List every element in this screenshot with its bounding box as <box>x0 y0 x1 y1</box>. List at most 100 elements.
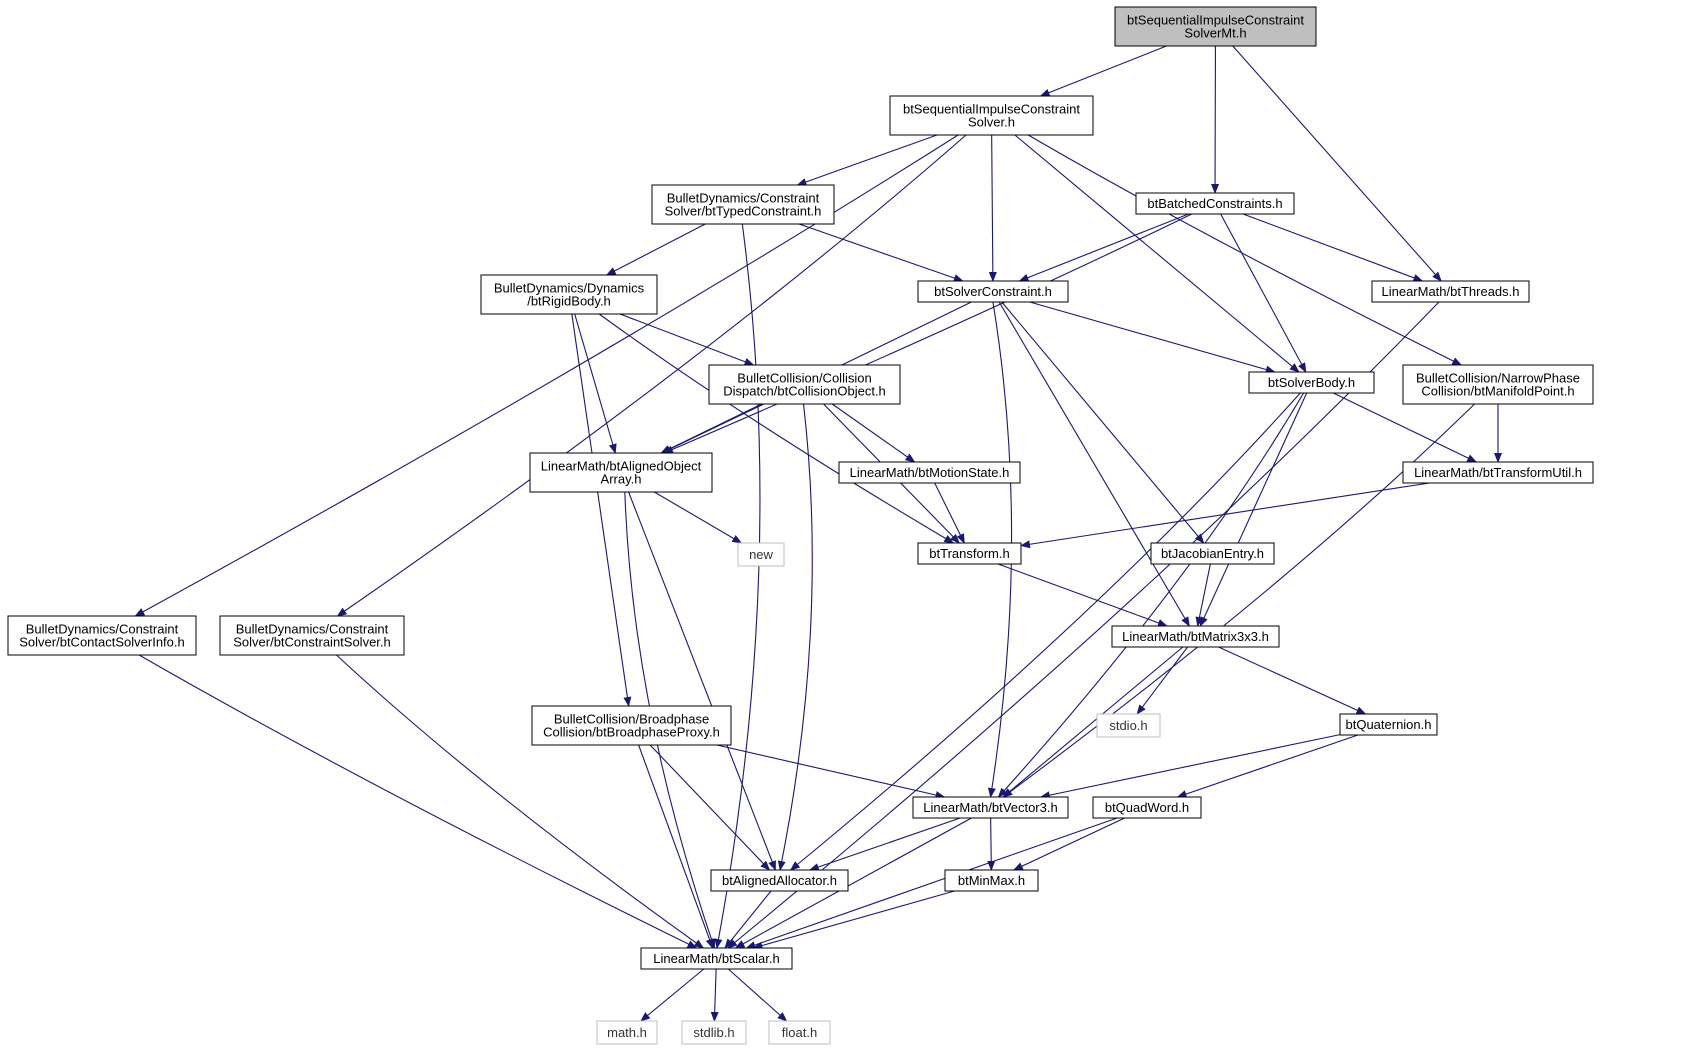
node-label-line: LinearMath/btTransformUtil.h <box>1414 465 1582 480</box>
node-box <box>1371 280 1530 303</box>
node-quat[interactable]: btQuaternion.h <box>1339 713 1438 736</box>
node-label-line: stdio.h <box>1109 718 1147 733</box>
edge-vector-to-scalar <box>734 817 972 949</box>
node-label-line: btSequentialImpulseConstraint <box>903 102 1080 117</box>
node-label-line: btBatchedConstraints.h <box>1147 196 1282 211</box>
edge-quat-to-quadword <box>1176 734 1359 798</box>
edge-rigid-to-broad <box>571 313 632 707</box>
edge-batched-to-solverc <box>1018 213 1189 282</box>
edge-broad-to-scalar <box>638 744 714 949</box>
edge-quadword-to-minmax <box>1012 817 1125 871</box>
edge-jacobian-to-matrix <box>1195 563 1211 627</box>
edge-vector-to-minmax <box>987 817 996 871</box>
node-label-line: btTransform.h <box>929 546 1009 561</box>
edge-rigid-to-aligned <box>574 313 617 454</box>
node-label-line: math.h <box>607 1025 647 1040</box>
edge-solverc-to-matrix <box>998 301 1190 627</box>
node-quadword[interactable]: btQuadWord.h <box>1092 796 1202 819</box>
node-typed[interactable]: BulletDynamics/ConstraintSolver/btTypedC… <box>651 184 835 225</box>
node-motion[interactable]: LinearMath/btMotionState.h <box>838 461 1021 484</box>
edge-matrix-to-quat <box>1218 646 1367 715</box>
node-box <box>889 95 1094 136</box>
node-tutil[interactable]: LinearMath/btTransformUtil.h <box>1402 461 1594 484</box>
node-contact[interactable]: BulletDynamics/ConstraintSolver/btContac… <box>7 615 197 656</box>
node-allocator[interactable]: btAlignedAllocator.h <box>710 869 849 892</box>
node-box <box>596 1020 658 1045</box>
node-new: new <box>737 542 785 567</box>
edge-solverc-to-jacobian <box>1001 301 1205 544</box>
node-label-line: Solver/btContactSolverInfo.h <box>19 635 184 650</box>
node-label-line: LinearMath/btThreads.h <box>1381 284 1519 299</box>
node-rigid[interactable]: BulletDynamics/Dynamics/btRigidBody.h <box>480 274 658 315</box>
node-csolver[interactable]: BulletDynamics/ConstraintSolver/btConstr… <box>219 615 405 656</box>
node-box <box>1111 625 1280 648</box>
edge-solverc-to-solverbody <box>1029 301 1276 374</box>
edge-scalar-to-float <box>727 968 788 1022</box>
node-box <box>7 615 197 656</box>
edge-typed-to-scalar <box>714 223 761 949</box>
edge-allocator-to-scalar <box>724 890 772 949</box>
node-box <box>708 364 901 405</box>
node-label-line: LinearMath/btMotionState.h <box>850 465 1010 480</box>
node-label-line: LinearMath/btVector3.h <box>923 800 1057 815</box>
edge-root-to-sics <box>1039 45 1167 97</box>
node-label-line: stdlib.h <box>693 1025 734 1040</box>
edge-transform-to-matrix <box>997 563 1168 627</box>
node-batched[interactable]: btBatchedConstraints.h <box>1135 192 1295 215</box>
node-box <box>710 869 849 892</box>
edge-csolver-to-scalar <box>336 654 705 949</box>
edge-aligned-to-allocator <box>628 491 776 871</box>
edge-typed-to-rigid <box>605 223 706 276</box>
node-box <box>768 1020 831 1045</box>
node-box <box>1114 6 1317 47</box>
node-box <box>1150 542 1275 565</box>
node-label-line: new <box>749 547 773 562</box>
edge-scalar-to-stdlib <box>710 968 719 1022</box>
edge-motion-to-transform <box>934 482 965 544</box>
node-box <box>651 184 835 225</box>
edge-matrix-to-vector <box>1002 646 1184 798</box>
node-solverbody[interactable]: btSolverBody.h <box>1248 371 1375 394</box>
node-solverc[interactable]: btSolverConstraint.h <box>917 280 1069 303</box>
node-manifold[interactable]: BulletCollision/NarrowPhaseCollision/btM… <box>1402 364 1594 405</box>
node-label-line: LinearMath/btMatrix3x3.h <box>1122 629 1269 644</box>
node-jacobian[interactable]: btJacobianEntry.h <box>1150 542 1275 565</box>
node-broad[interactable]: BulletCollision/BroadphaseCollision/btBr… <box>531 705 732 746</box>
edge-solverbody-to-vector <box>997 392 1305 798</box>
node-box <box>531 705 732 746</box>
node-matrix[interactable]: LinearMath/btMatrix3x3.h <box>1111 625 1280 648</box>
node-box <box>1402 461 1594 484</box>
node-transform[interactable]: btTransform.h <box>917 542 1022 565</box>
node-minmax[interactable]: btMinMax.h <box>944 869 1039 892</box>
edge-rigid-to-transform <box>598 313 955 544</box>
node-label-line: LinearMath/btAlignedObject <box>541 459 702 474</box>
edge-batched-to-threads <box>1242 213 1424 282</box>
edges-layer <box>134 45 1502 1022</box>
edge-vector-to-allocator <box>808 817 961 871</box>
node-box <box>1096 713 1161 738</box>
node-scalar[interactable]: LinearMath/btScalar.h <box>640 947 793 970</box>
edge-broad-to-allocator <box>649 744 771 871</box>
node-label-line: /btRigidBody.h <box>527 294 611 309</box>
node-box <box>1339 713 1438 736</box>
node-label-line: BulletDynamics/Constraint <box>667 191 820 206</box>
edge-sics-to-typed <box>796 134 938 186</box>
edge-scalar-to-math <box>640 968 705 1022</box>
node-threads[interactable]: LinearMath/btThreads.h <box>1371 280 1530 303</box>
node-vector[interactable]: LinearMath/btVector3.h <box>912 796 1069 819</box>
node-label-line: btMinMax.h <box>958 873 1025 888</box>
node-math: math.h <box>596 1020 658 1045</box>
node-collobj[interactable]: BulletCollision/CollisionDispatch/btColl… <box>708 364 901 405</box>
node-label-line: float.h <box>782 1025 817 1040</box>
node-label-line: Dispatch/btCollisionObject.h <box>723 384 886 399</box>
node-stdio: stdio.h <box>1096 713 1161 738</box>
edge-quat-to-vector <box>1039 734 1341 800</box>
node-label-line: Collision/btManifoldPoint.h <box>1421 384 1574 399</box>
edge-tutil-to-transform <box>1020 482 1430 549</box>
edge-root-to-threads <box>1232 45 1442 282</box>
edge-manifold-to-vector <box>1002 403 1475 798</box>
